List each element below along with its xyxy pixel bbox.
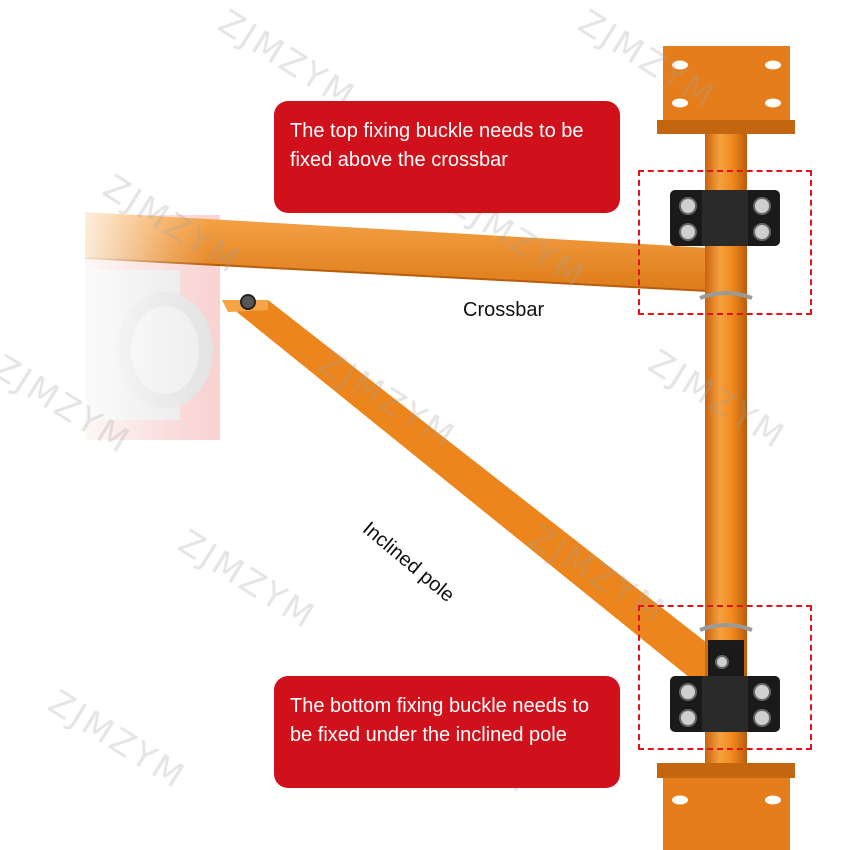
top-fixing-buckle [670, 190, 780, 246]
inclined-pole [222, 300, 725, 690]
crossbar-u-bolt [699, 291, 753, 300]
left-fade [60, 190, 210, 470]
pivot-bolt [240, 294, 256, 310]
crossbar [85, 212, 745, 293]
bottom-fixing-buckle [670, 623, 780, 732]
bottom-buckle-callout: The bottom fixing buckle needs to be fix… [274, 676, 620, 788]
bottom-mounting-plate [657, 763, 795, 850]
top-buckle-highlight [638, 170, 812, 315]
bottom-buckle-highlight [638, 605, 812, 750]
top-buckle-callout: The top fixing buckle needs to be fixed … [274, 101, 620, 213]
crossbar-label: Crossbar [463, 299, 545, 321]
inclined-pole-u-bolt [699, 623, 753, 632]
top-mounting-plate [657, 46, 795, 134]
